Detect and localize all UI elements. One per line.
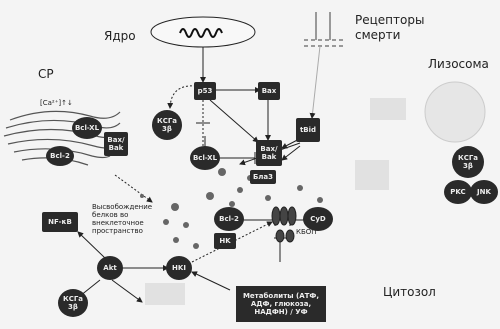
ghost-block [145, 283, 185, 305]
cyd-node: CyD [303, 207, 333, 231]
ghost-block [355, 160, 389, 190]
bnip3-node: Бла3 [250, 170, 276, 184]
bcl-xl-er-node: Bcl-XL [72, 117, 102, 139]
channel-complex [272, 207, 296, 242]
nfkb-node: NF-κB [42, 212, 78, 232]
ghost-block [370, 98, 406, 120]
death-receptor-shape [304, 12, 344, 46]
metabolites-node: Метаболиты (АТФ, АДФ, глюкоза, НАДФН) / … [236, 286, 326, 322]
calcium-label: [Ca²⁺]↑↓ [40, 99, 73, 107]
protein-release-label: Высвобождение белков во внеклеточное про… [92, 203, 164, 235]
kcg3b-node-bottom: КСГа 3β [58, 289, 88, 317]
bcl2-er-node: Bcl-2 [46, 146, 74, 166]
bcl-xl-mid-node: Bcl-XL [190, 146, 220, 170]
kcg3b-node-left: КСГа 3β [152, 110, 182, 140]
nucleus-shape [151, 17, 255, 47]
nucleus-label: Ядро [104, 29, 136, 43]
lysosome-label: Лизосома [428, 57, 489, 71]
cytosol-label: Цитозол [383, 285, 436, 299]
bax-bak-er-node: Bax/ Bak [104, 132, 128, 156]
tbid-node: tBid [296, 118, 320, 142]
akt-node: Akt [97, 256, 123, 280]
kcg3b-node-right: КСГа 3β [452, 146, 484, 178]
hk-node: HK [214, 233, 236, 249]
lysosome-shape [425, 82, 485, 142]
pkc-node: PKC [444, 180, 472, 204]
bax-bak-mid-node: Bax/ Bak [256, 140, 282, 166]
jnk-node: JNK [470, 180, 498, 204]
hki-node: HKI [166, 256, 192, 280]
bcl2-mid-node: Bcl-2 [214, 207, 244, 231]
death-receptors-label: Рецепторы смерти [355, 13, 424, 43]
p53-node: p53 [194, 82, 216, 100]
bax-node: Bax [258, 82, 280, 100]
er-label: СР [38, 67, 54, 81]
